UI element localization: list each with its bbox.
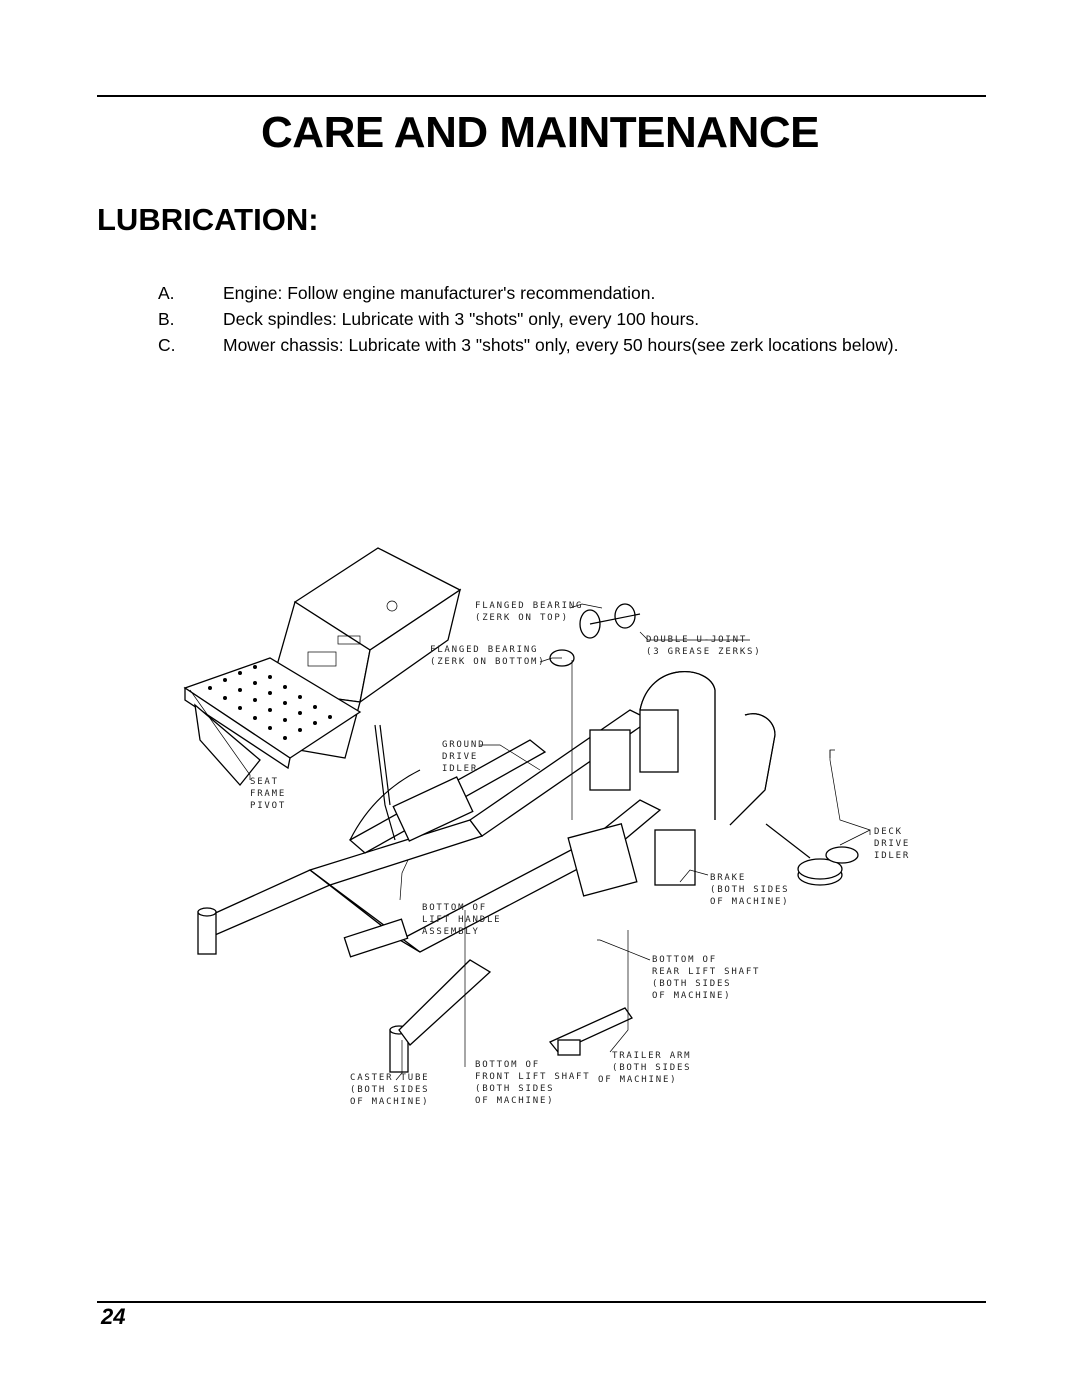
callout-deck-drive: DECK DRIVE IDLER bbox=[874, 827, 917, 861]
instruction-item: C. Mower chassis: Lubricate with 3 "shot… bbox=[158, 332, 898, 358]
instruction-text: Deck spindles: Lubricate with 3 "shots" … bbox=[223, 309, 700, 329]
page-title: CARE AND MAINTENANCE bbox=[261, 108, 819, 157]
callout-flanged-bottom: FLANGED BEARING (ZERK ON BOTTOM) bbox=[430, 645, 546, 667]
callout-ground-drive: GROUND DRIVE IDLER bbox=[442, 740, 493, 774]
callout-double-ujoint: DOUBLE U-JOINT (3 GREASE ZERKS) bbox=[646, 635, 762, 657]
instruction-text: Mower chassis: Lubricate with 3 "shots" … bbox=[223, 335, 899, 355]
callout-front-lift: BOTTOM OF FRONT LIFT SHAFT (BOTH SIDES O… bbox=[475, 1060, 598, 1106]
instruction-list: A. Engine: Follow engine manufacturer's … bbox=[158, 280, 898, 358]
callout-flanged-top: FLANGED BEARING (ZERK ON TOP) bbox=[475, 601, 591, 623]
lubrication-diagram: FLANGED BEARING (ZERK ON TOP) FLANGED BE… bbox=[183, 547, 917, 1107]
leader-lines bbox=[189, 603, 871, 1081]
top-rule bbox=[97, 95, 986, 97]
callout-labels: FLANGED BEARING (ZERK ON TOP) FLANGED BE… bbox=[250, 601, 917, 1107]
callout-seat-frame: SEAT FRAME PIVOT bbox=[250, 777, 293, 811]
instruction-letter: C. bbox=[158, 335, 176, 355]
instruction-letter: A. bbox=[158, 283, 175, 303]
instruction-text: Engine: Follow engine manufacturer's rec… bbox=[223, 283, 656, 303]
section-heading: LUBRICATION: bbox=[97, 202, 319, 237]
callout-brake: BRAKE (BOTH SIDES OF MACHINE) bbox=[710, 873, 797, 907]
page-number: 24 bbox=[101, 1304, 126, 1329]
callout-caster-tube: CASTER TUBE (BOTH SIDES OF MACHINE) bbox=[350, 1073, 437, 1107]
bottom-rule bbox=[97, 1301, 986, 1303]
callout-rear-lift: BOTTOM OF REAR LIFT SHAFT (BOTH SIDES OF… bbox=[652, 955, 768, 1001]
callout-lift-handle: BOTTOM OF LIFT HANDLE ASSEMBLY bbox=[422, 903, 509, 937]
instruction-item: B. Deck spindles: Lubricate with 3 "shot… bbox=[158, 306, 898, 332]
footplate-drawing bbox=[183, 657, 362, 787]
instruction-item: A. Engine: Follow engine manufacturer's … bbox=[158, 280, 898, 306]
chassis-frame-drawing bbox=[197, 603, 859, 1073]
instruction-letter: B. bbox=[158, 309, 175, 329]
callout-trailer-arm: TRAILER ARM (BOTH SIDES OF MACHINE) bbox=[598, 1051, 699, 1085]
